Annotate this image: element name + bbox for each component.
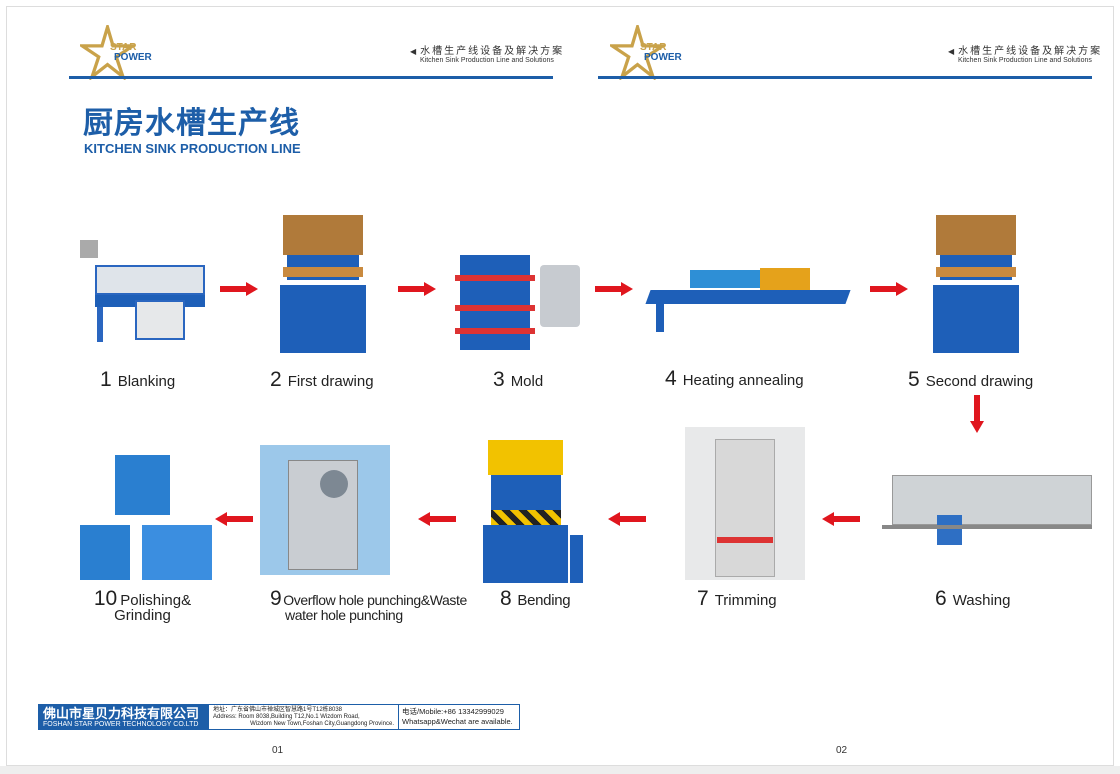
company-name-block: 佛山市星贝力科技有限公司 FOSHAN STAR POWER TECHNOLOG…	[39, 705, 209, 729]
logo-text-power: POWER	[644, 52, 682, 63]
blanking-machine-image	[75, 240, 210, 345]
company-name-en: FOSHAN STAR POWER TECHNOLOGY CO.LTD	[43, 721, 199, 728]
chat-availability: Whatsapp&Wechat are available.	[402, 717, 513, 726]
arrow-right-icon	[870, 282, 908, 296]
company-name-cn: 佛山市星贝力科技有限公司	[43, 706, 200, 721]
arrow-right-icon	[398, 282, 436, 296]
mobile-number: 电话/Mobile:+86 13342999029	[402, 707, 504, 716]
address-cn: 地址：广东省佛山市禅城区智慧路1号T12栋8038	[213, 707, 343, 713]
company-footer: 佛山市星贝力科技有限公司 FOSHAN STAR POWER TECHNOLOG…	[38, 704, 520, 730]
star-icon	[76, 21, 139, 82]
header-rule-right	[598, 76, 1092, 79]
arrow-left-icon	[418, 512, 456, 526]
tagline-en: Kitchen Sink Production Line and Solutio…	[420, 57, 554, 64]
bending-press-image	[483, 440, 583, 585]
address-en-line1: Address: Room 8038,Building T12,No.1 Wiz…	[213, 714, 360, 720]
star-icon	[606, 21, 669, 82]
arrow-down-icon	[970, 395, 984, 433]
page-number-right: 02	[836, 745, 848, 756]
arrow-left-icon	[608, 512, 646, 526]
logo-text-power: POWER	[114, 52, 152, 63]
logo-text-star: STAR	[640, 42, 667, 53]
bottom-band	[0, 766, 1120, 774]
tagline-cn: 水槽生产线设备及解决方案	[958, 46, 1103, 57]
page-title-en: KITCHEN SINK PRODUCTION LINE	[84, 141, 301, 156]
arrow-left-icon	[822, 512, 860, 526]
arrow-right-icon	[220, 282, 258, 296]
second-drawing-press-image	[928, 215, 1023, 355]
page-title-cn: 厨房水槽生产线	[83, 106, 300, 141]
header-tagline: ◀水槽生产线设备及解决方案 Kitchen Sink Production Li…	[410, 42, 564, 64]
header-tagline-right: ◀水槽生产线设备及解决方案 Kitchen Sink Production Li…	[948, 42, 1102, 64]
header-rule	[69, 76, 553, 79]
tagline-en: Kitchen Sink Production Line and Solutio…	[958, 57, 1092, 64]
logo-text-star: STAR	[110, 42, 137, 53]
address-block: 地址：广东省佛山市禅城区智慧路1号T12栋8038 Address: Room …	[209, 705, 399, 729]
annealing-furnace-image	[645, 230, 858, 345]
address-en-line2: Wizdom New Town,Foshan City,Guangdong Pr…	[250, 721, 394, 727]
arrow-left-icon	[215, 512, 253, 526]
polishing-grinding-machines-image	[80, 450, 215, 585]
triangle-left-icon: ◀	[948, 47, 955, 56]
washing-machine-image	[882, 460, 1100, 555]
punching-press-image	[260, 445, 390, 575]
contact-block: 电话/Mobile:+86 13342999029 Whatsapp&Wecha…	[399, 705, 516, 729]
page-number-left: 01	[272, 745, 284, 756]
page-border	[6, 6, 1114, 766]
tagline-cn: 水槽生产线设备及解决方案	[420, 46, 565, 57]
trimming-press-image	[685, 427, 805, 580]
first-drawing-press-image	[275, 215, 370, 355]
arrow-right-icon	[595, 282, 633, 296]
triangle-left-icon: ◀	[410, 47, 417, 56]
mold-image	[450, 250, 580, 358]
